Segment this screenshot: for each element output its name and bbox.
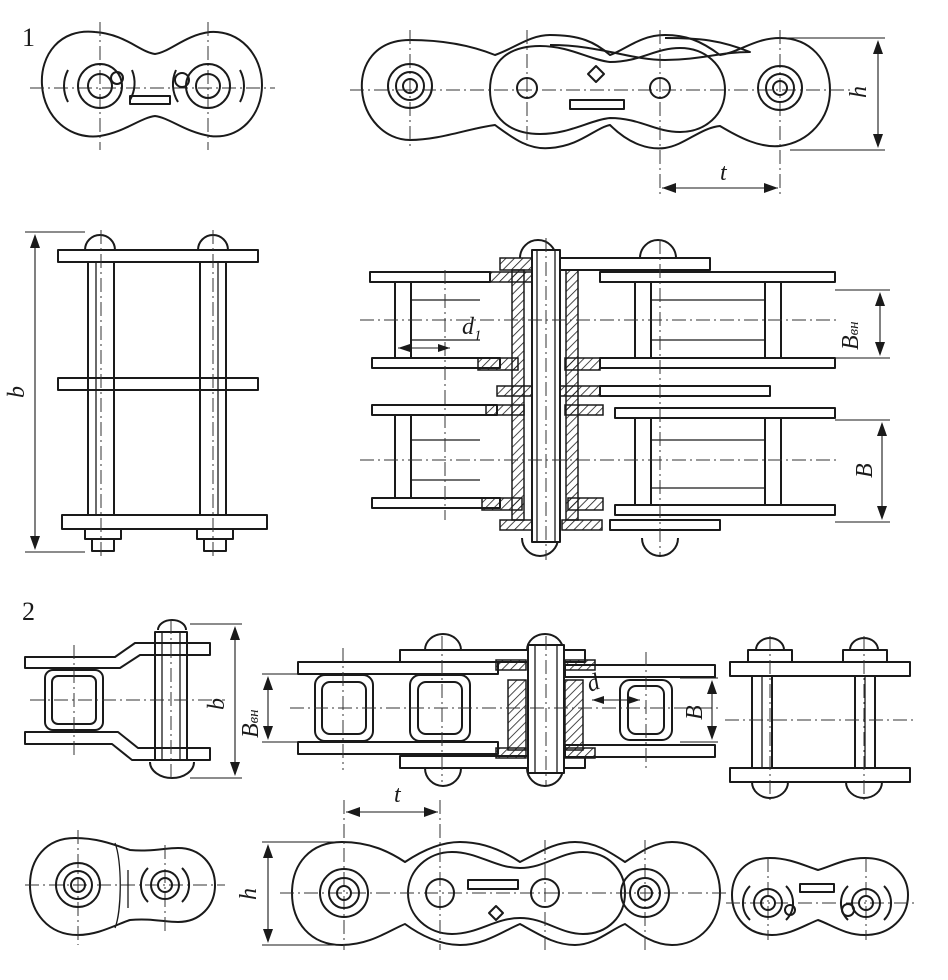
connecting-link-plan-view-fig2 <box>725 636 915 800</box>
dimension-b-right: B <box>852 463 878 478</box>
figure-2-number: 2 <box>22 597 35 626</box>
cranked-link-side-view-fig2 <box>25 830 225 945</box>
chain-plan-view-fig2: Bвн d B <box>238 633 720 787</box>
dimension-h-top: h <box>846 86 872 98</box>
connecting-link-side-view-fig1 <box>30 22 275 150</box>
connecting-link-plan-view-fig1: b <box>4 230 268 560</box>
chain-side-view-fig2: t h <box>236 782 730 950</box>
connecting-link-side-view-fig2 <box>726 857 915 940</box>
chain-side-view-fig1: h t <box>350 30 885 195</box>
dimension-b-left: b <box>4 386 30 398</box>
dimension-t-bottom: t <box>394 782 402 808</box>
dimension-bvn-top: Bвн <box>838 321 864 350</box>
figure-1-number: 1 <box>22 23 35 52</box>
cranked-link-plan-view-fig2: b <box>24 619 242 779</box>
dimension-b-mid: b <box>204 698 230 710</box>
dimension-b-mid-right: B <box>682 705 708 720</box>
dimension-t-top: t <box>720 160 728 186</box>
dimension-d1: d1 <box>462 314 482 344</box>
chain-sectional-plan-view-fig1: d1 Bвн B <box>360 238 890 560</box>
dimension-bvn-mid: Bвн <box>238 709 264 738</box>
dimension-h-bottom: h <box>236 888 262 900</box>
